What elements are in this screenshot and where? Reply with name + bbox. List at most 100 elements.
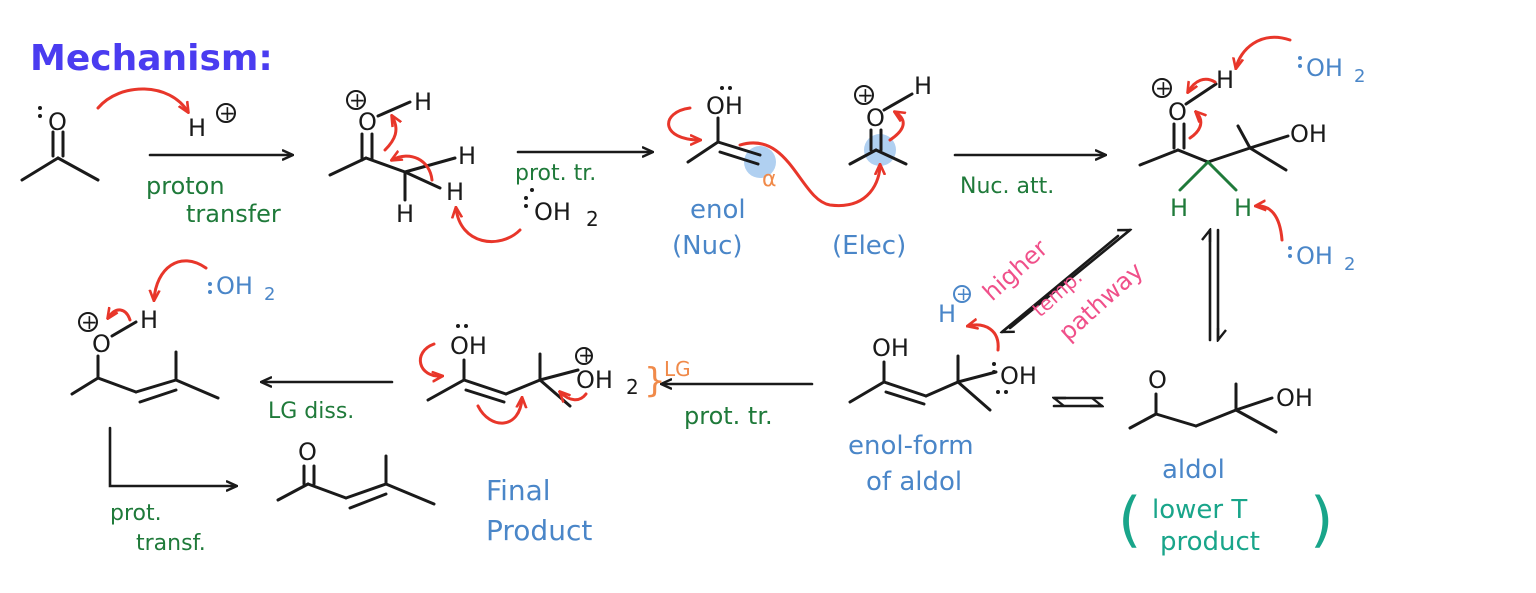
final-product: O (276, 438, 436, 510)
svg-text:OH: OH (216, 272, 253, 300)
svg-text:OH: OH (450, 332, 487, 360)
protonated-acetone-electrophile: + O H (848, 72, 932, 166)
svg-text:H: H (914, 72, 932, 100)
svg-text:H: H (938, 300, 956, 328)
step-label-prot-transf: transf. (136, 531, 206, 556)
svg-text:O: O (866, 104, 885, 132)
svg-text:OH: OH (872, 334, 909, 362)
atom-o: O (48, 108, 67, 136)
svg-text:OH: OH (1276, 384, 1313, 412)
curly-arrow (738, 141, 880, 207)
curly-arrow (968, 325, 1000, 352)
lone-pair (38, 106, 42, 110)
svg-text:2: 2 (264, 284, 275, 305)
svg-text:OH: OH (1306, 54, 1343, 82)
step-label-lg-diss: LG diss. (268, 399, 354, 424)
svg-text:O: O (298, 438, 317, 466)
lg-brace: } (644, 361, 666, 401)
curly-arrow (392, 156, 434, 182)
species-label-of-aldol: of aldol (866, 467, 962, 497)
curly-arrow (1256, 206, 1284, 242)
svg-text:O: O (92, 330, 111, 358)
step-label-proton-transfer: transfer (186, 200, 281, 228)
curly-arrow (560, 392, 588, 400)
protonated-enol-aldol: OH + OH 2 (426, 324, 639, 408)
svg-text:H: H (1234, 194, 1252, 222)
curly-arrow (456, 208, 522, 244)
hydronium-proton: H + (188, 101, 236, 142)
curly-arrow (108, 310, 132, 322)
svg-text:O: O (1148, 366, 1167, 394)
acetone: O (20, 106, 100, 182)
curly-arrow (383, 116, 396, 152)
svg-text:H: H (446, 178, 464, 206)
equilibrium-arrow-horizontal (1054, 396, 1102, 408)
svg-text:OH: OH (706, 92, 743, 120)
enol: OH α (686, 86, 777, 192)
curly-arrow (1188, 77, 1217, 92)
reaction-arrow-6 (108, 426, 236, 486)
curly-arrow (476, 398, 522, 425)
curly-arrow (418, 342, 442, 376)
species-label-product: product (1160, 527, 1260, 557)
step-label-prot-transf: prot. (110, 501, 162, 526)
svg-text:+: + (1155, 76, 1172, 100)
enol-form-of-aldol: OH OH (848, 334, 1037, 412)
svg-text:+: + (349, 88, 366, 112)
curly-arrow (96, 87, 188, 112)
svg-text:H: H (396, 200, 414, 228)
equilibrium-arrow-vertical (1210, 230, 1218, 340)
species-label-product: Product (486, 514, 592, 547)
svg-text:+: + (81, 310, 98, 334)
svg-text:H: H (188, 114, 206, 142)
svg-text:2: 2 (1354, 66, 1365, 87)
plus-charge (216, 103, 236, 123)
svg-text:+: + (956, 284, 971, 305)
plus-sign: + (219, 101, 236, 125)
step-label-prot-tr: prot. tr. (515, 161, 596, 186)
species-label-lower-t: lower T (1152, 495, 1247, 525)
svg-text:O: O (1168, 98, 1187, 126)
water: OH 2 (1298, 54, 1365, 87)
aldol: O OH (1128, 366, 1313, 434)
species-label-elec: (Elec) (832, 231, 906, 261)
step-label-prot-tr: prot. tr. (684, 402, 773, 430)
svg-text:OH: OH (1296, 242, 1333, 270)
lone-pair (38, 114, 42, 118)
svg-text:H: H (1216, 66, 1234, 94)
water: OH 2 (1288, 242, 1355, 275)
step-label-nuc-att: Nuc. att. (960, 174, 1054, 199)
bracket-right: ) (1310, 485, 1333, 555)
svg-text:+: + (857, 83, 874, 107)
curly-arrow (888, 112, 903, 142)
species-label-enol: enol (690, 195, 746, 225)
bracket-left: ( (1118, 485, 1141, 555)
curly-arrow (667, 106, 700, 140)
svg-text:2: 2 (1344, 254, 1355, 275)
page-title: Mechanism: (30, 38, 273, 79)
water: OH 2 (208, 272, 275, 305)
svg-text:O: O (358, 108, 377, 136)
protonated-mesityl-oxide: + O H (70, 306, 220, 404)
svg-text:H: H (458, 142, 476, 170)
svg-text:H: H (1170, 194, 1188, 222)
water: OH 2 (524, 188, 599, 231)
leaving-group-label: LG (664, 357, 691, 381)
svg-text:+: + (578, 343, 595, 367)
equilibrium-arrow-diagonal (1002, 228, 1130, 334)
species-label-enol-form: enol-form (848, 431, 974, 461)
svg-text:2: 2 (586, 207, 599, 231)
svg-text:α: α (762, 167, 777, 192)
svg-text:OH: OH (1000, 362, 1037, 390)
species-label-aldol: aldol (1162, 455, 1225, 485)
svg-text:H: H (414, 88, 432, 116)
svg-text:2: 2 (626, 375, 639, 399)
curly-arrow (1236, 35, 1292, 68)
step-label-proton-transfer: proton (146, 172, 225, 200)
curly-arrow (154, 259, 208, 300)
species-label-nuc: (Nuc) (672, 231, 743, 261)
species-label-final: Final (486, 474, 551, 507)
protonated-aldol-adduct: + O H OH H H (1138, 66, 1327, 222)
svg-text:OH: OH (576, 366, 613, 394)
